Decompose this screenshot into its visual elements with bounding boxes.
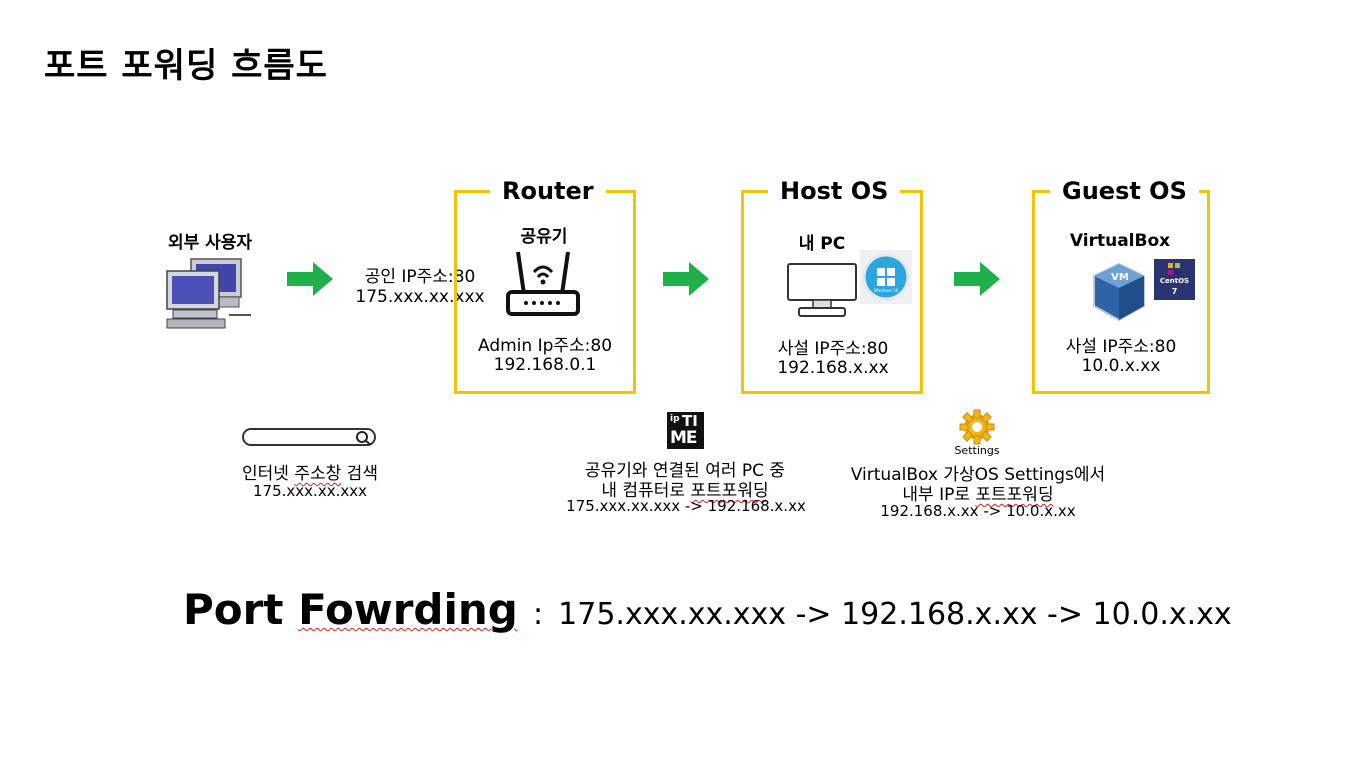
arrow-right-icon [663, 262, 709, 296]
iptime-logo-me: ME [670, 428, 698, 448]
host-title: Host OS [768, 177, 901, 205]
centos-badge: CentOS 7 [1154, 259, 1195, 300]
public-ip-value: 175.xxx.xx.xxx [355, 287, 485, 307]
external-user-label: 외부 사용자 [167, 233, 253, 253]
guest-device-label: VirtualBox [1069, 231, 1171, 251]
virtualbox-icon [1093, 262, 1145, 322]
vbox-step-line3: 192.168.x.xx -> 10.0.x.xx [880, 502, 1076, 520]
iptime-logo-ti: TI [682, 412, 698, 430]
settings-label: Settings [954, 444, 1000, 457]
host-ip-value: 192.168.x.xx [777, 358, 889, 378]
iptime-logo-ip: ip [670, 414, 680, 424]
host-ip-label: 사설 IP주소:80 [777, 339, 889, 359]
search-step-prefix: 인터넷 [242, 464, 295, 484]
page-title: 포트 포워딩 흐름도 [44, 46, 328, 86]
port-forwarding-summary: Port Fowrding : 175.xxx.xx.xxx -> 192.16… [183, 585, 1232, 634]
vbox-step-prefix: 내부 IP로 [902, 485, 976, 505]
router-step-line1: 공유기와 연결된 여러 PC 중 [584, 461, 786, 481]
computer-network-icon [166, 258, 251, 329]
desktop-pc-icon [787, 263, 857, 317]
search-step-suffix: 검색 [341, 464, 378, 484]
centos-logo-icon [1168, 263, 1180, 275]
windows-icon [862, 253, 910, 301]
windows-badge-label: Windows 10 [873, 288, 899, 293]
router-step-line3: 175.xxx.xx.xxx -> 192.168.x.xx [566, 497, 806, 515]
public-ip-label: 공인 IP주소:80 [364, 267, 476, 287]
router-step-line2: 내 컴퓨터로 포트포워딩 [550, 476, 820, 501]
router-ip-value: 192.168.0.1 [493, 355, 597, 375]
arrow-right-icon [287, 262, 333, 296]
vbox-step-line1: VirtualBox 가상OS Settings에서 [850, 465, 1106, 485]
search-step-squiggle: 주소창 [294, 464, 342, 484]
search-step-line1: 인터넷 주소창 검색 [200, 459, 420, 484]
router-step-squiggle: 포트포워딩 [690, 481, 769, 501]
search-icon [356, 431, 372, 446]
guest-title: Guest OS [1050, 177, 1199, 205]
centos-badge-label: CentOS [1159, 277, 1190, 285]
router-icon [506, 251, 580, 316]
search-step-line2: 175.xxx.xx.xxx [253, 482, 367, 500]
router-device-label: 공유기 [520, 227, 568, 247]
router-step-prefix: 내 컴퓨터로 [601, 481, 691, 501]
summary-heading: Port Fowrding [183, 585, 518, 634]
guest-ip-label: 사설 IP주소:80 [1065, 337, 1177, 357]
settings-gear-icon [959, 409, 995, 445]
search-bar [242, 428, 376, 446]
summary-separator: : [532, 597, 544, 632]
vbox-step-line2: 내부 IP로 포트포워딩 [840, 480, 1116, 505]
windows-badge: Windows 10 [860, 250, 912, 304]
router-ip-label: Admin Ip주소:80 [477, 336, 613, 356]
guest-ip-value: 10.0.x.xx [1081, 356, 1161, 376]
summary-chain: 175.xxx.xx.xxx -> 192.168.x.xx -> 10.0.x… [558, 597, 1232, 632]
router-title: Router [490, 177, 606, 205]
iptime-logo: ip TI ME [667, 412, 704, 449]
summary-heading-squiggle: Fowrding [298, 585, 518, 634]
virtualbox-badge-label: VM [1111, 272, 1129, 283]
centos-version: 7 [1171, 287, 1178, 296]
arrow-right-icon [954, 262, 1000, 296]
vbox-step-squiggle: 포트포워딩 [975, 485, 1054, 505]
host-device-label: 내 PC [798, 234, 846, 254]
